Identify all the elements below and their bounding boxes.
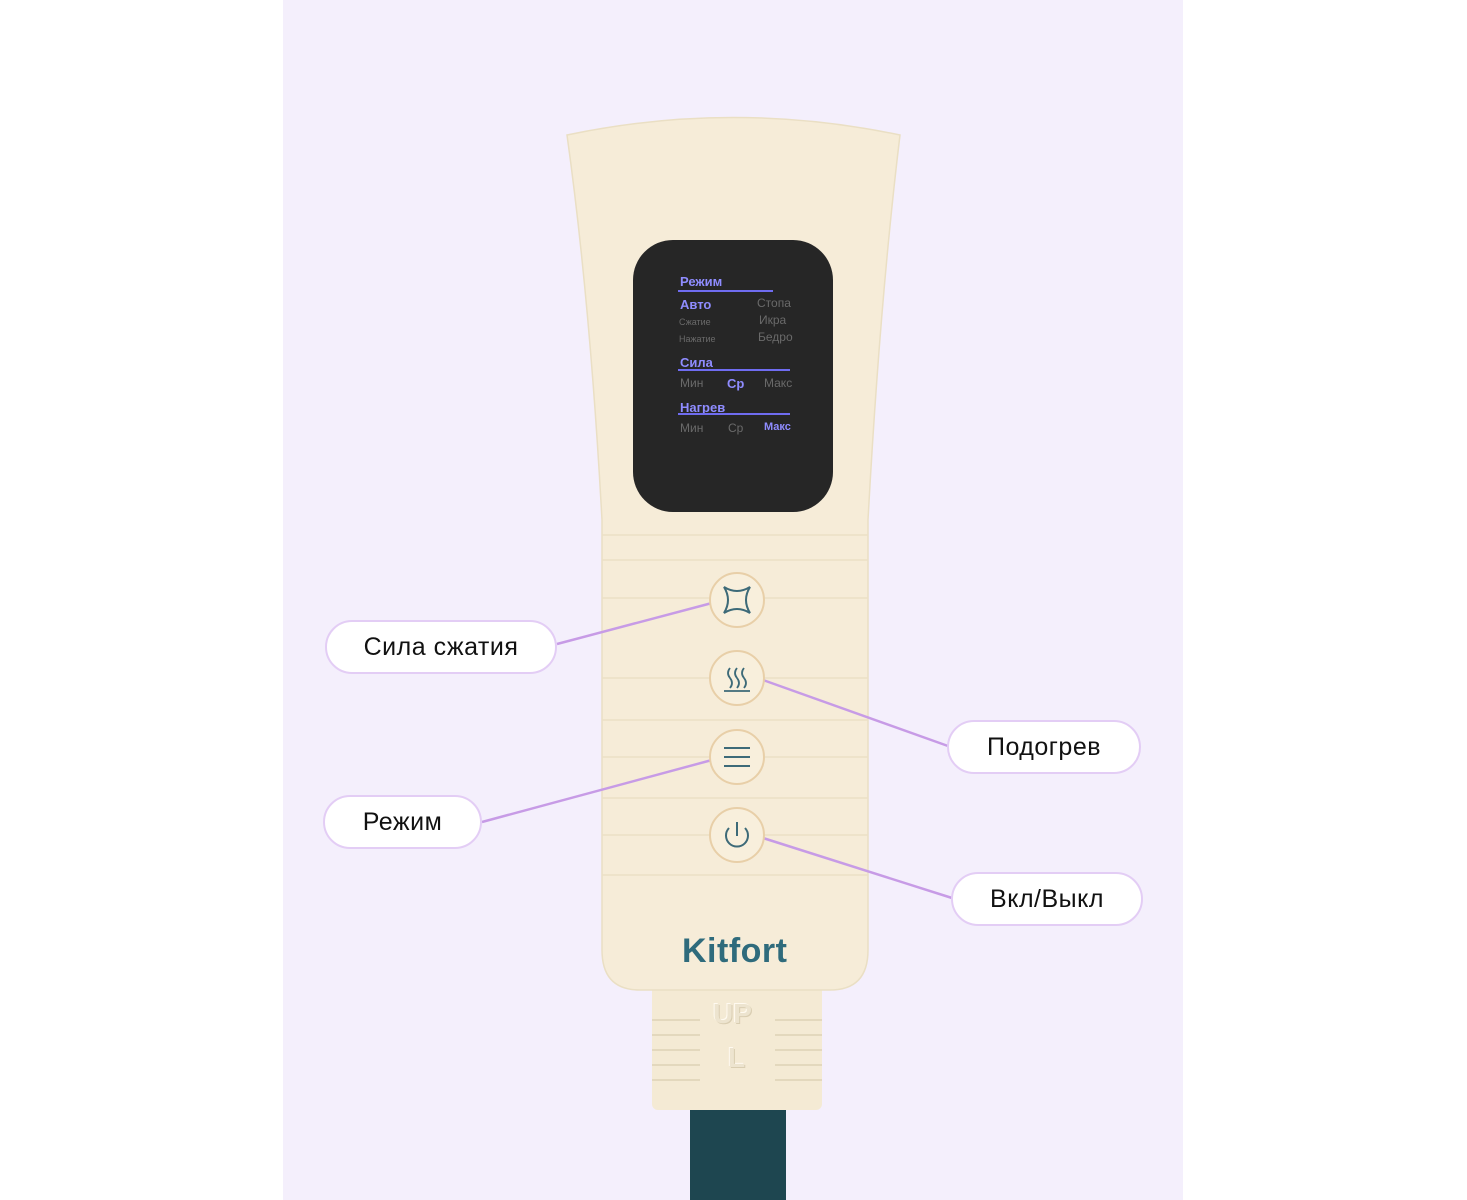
screen-heat-mid: Ср (728, 421, 744, 435)
connector (652, 982, 822, 1110)
screen-mode-title: Режим (680, 274, 723, 289)
connector-mark-up: UP (713, 998, 752, 1029)
callout-power: Вкл/Выкл (951, 872, 1143, 926)
menu-icon (724, 747, 750, 767)
power-button[interactable] (709, 807, 765, 863)
divider (678, 369, 790, 371)
brand-logo: Kitfort (682, 932, 788, 970)
divider (678, 290, 773, 292)
compression-button[interactable] (709, 572, 765, 628)
screen-mode-pressing: Нажатие (679, 334, 716, 344)
power-icon (725, 822, 749, 848)
screen-force-min: Мин (680, 376, 704, 390)
callout-heating: Подогрев (947, 720, 1141, 774)
screen-zone-foot: Стопа (757, 296, 791, 310)
screen-heat-max: Макс (764, 421, 791, 433)
callout-mode: Режим (323, 795, 482, 849)
compression-icon (723, 586, 751, 614)
screen-zone-thigh: Бедро (758, 330, 793, 344)
mode-button[interactable] (709, 729, 765, 785)
screen-force-max: Макс (764, 376, 793, 390)
connector-mark-l: L (728, 1042, 746, 1073)
callout-compression: Сила сжатия (325, 620, 557, 674)
screen-heat-title: Нагрев (680, 400, 726, 415)
heating-button[interactable] (709, 650, 765, 706)
screen-force-title: Сила (680, 355, 713, 370)
display-screen (633, 240, 833, 512)
screen-force-mid: Ср (727, 376, 745, 391)
screen-mode-compression: Сжатие (679, 317, 711, 327)
screen-heat-min: Мин (680, 421, 704, 435)
divider (678, 413, 790, 415)
screen-zone-calf: Икра (759, 313, 787, 327)
heat-icon (724, 667, 750, 692)
screen-mode-auto: Авто (680, 297, 712, 312)
cable (690, 1100, 786, 1200)
